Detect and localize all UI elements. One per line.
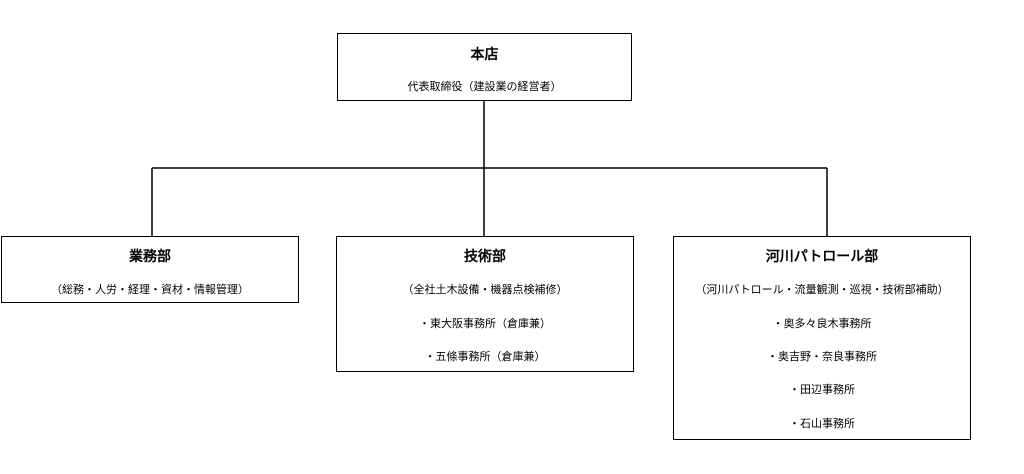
dept-title: 業務部 — [129, 249, 171, 265]
dept-title: 河川パトロール部 — [765, 249, 879, 265]
office-item: ・東大阪事務所（倉庫兼） — [419, 317, 551, 330]
dept-subtitle: （総務・人労・経理・資材・情報管理） — [51, 283, 249, 296]
headquarters-box: 本店 代表取締役（建設業の経営者） — [337, 33, 632, 101]
headquarters-title: 本店 — [470, 47, 499, 63]
office-item: ・石山事務所 — [789, 417, 855, 430]
dept-subtitle: （全社土木設備・機器点検補修） — [402, 283, 568, 296]
dept-subtitle: （河川パトロール・流量観測・巡視・技術部補助） — [695, 283, 949, 296]
office-item: ・田辺事務所 — [789, 383, 855, 396]
office-item: ・奥多々良木事務所 — [772, 317, 872, 330]
office-item: ・五條事務所（倉庫兼） — [424, 350, 546, 363]
dept-box-kasen: 河川パトロール部 （河川パトロール・流量観測・巡視・技術部補助） ・奥多々良木事… — [673, 236, 971, 440]
dept-box-gyomu: 業務部 （総務・人労・経理・資材・情報管理） — [1, 236, 299, 303]
dept-box-gijutsu: 技術部 （全社土木設備・機器点検補修） ・東大阪事務所（倉庫兼） ・五條事務所（… — [336, 236, 634, 372]
dept-title: 技術部 — [464, 249, 506, 265]
office-item: ・奥吉野・奈良事務所 — [767, 350, 877, 363]
headquarters-subtitle: 代表取締役（建設業の経営者） — [407, 80, 562, 93]
